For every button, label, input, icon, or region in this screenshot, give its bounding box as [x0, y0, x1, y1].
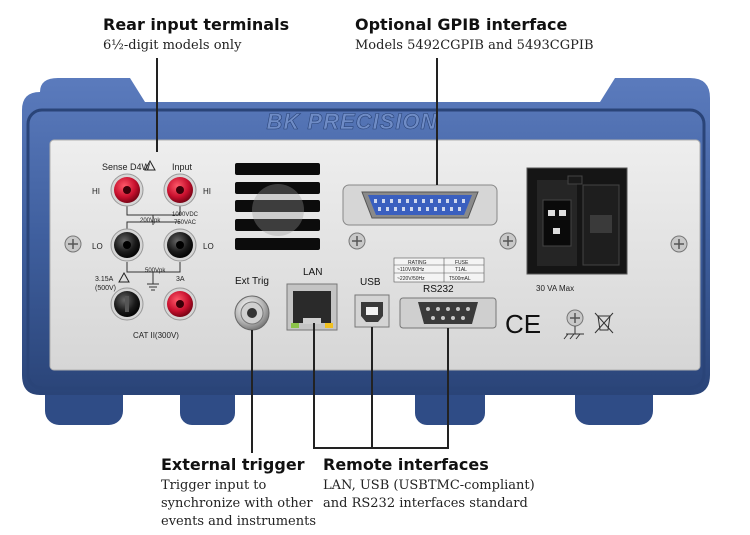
- callout-leader-lines: [156, 58, 449, 453]
- input-hi-label: HI: [203, 187, 211, 196]
- input-lo-terminal[interactable]: [163, 228, 197, 262]
- power-rating-label: 30 VA Max: [536, 284, 574, 293]
- weee-recycle-icon: [594, 312, 614, 334]
- vpk-200-label: 200Vpk: [140, 218, 161, 224]
- fuse-warning-icon: [118, 271, 130, 283]
- input-lo-label: LO: [203, 242, 214, 251]
- lan-label: LAN: [303, 267, 322, 278]
- gpib-connector[interactable]: [342, 184, 498, 226]
- usb-label: USB: [360, 277, 381, 288]
- vac-750-label: 750VAC: [174, 220, 197, 226]
- cat-rating-label: CAT II(300V): [133, 331, 179, 340]
- ce-mark: CE: [505, 309, 541, 339]
- rs232-label: RS232: [423, 284, 454, 295]
- amp-3a-label: 3A: [176, 276, 185, 283]
- rs232-db9-port[interactable]: [399, 297, 497, 329]
- gpib-title: Optional GPIB interface: [355, 15, 568, 34]
- fuse-500v-label: (500V): [95, 285, 116, 292]
- sense-lo-label: LO: [92, 242, 103, 251]
- rating-header: RATING: [408, 260, 427, 266]
- input-label: Input: [172, 162, 193, 172]
- fuse-value-2: T500mAL: [449, 276, 471, 282]
- remote-line-1: LAN, USB (USBTMC-compliant): [323, 478, 535, 493]
- vdc-1000-label: 1000VDC: [172, 212, 199, 218]
- ext-trigger-line-3: events and instruments: [161, 514, 317, 529]
- sense-hi-label: HI: [92, 187, 100, 196]
- fan-vent: [235, 163, 320, 250]
- panel-screws: [64, 232, 688, 327]
- rating-value-2: ~220V/50Hz: [397, 276, 425, 282]
- rating-fuse-table: RATING FUSE ~110V/60Hz T1AL ~220V/50Hz T…: [393, 257, 485, 283]
- fuse-header: FUSE: [455, 260, 469, 266]
- remote-line-2: and RS232 interfaces standard: [323, 496, 528, 511]
- rating-value-1: ~110V/60Hz: [397, 267, 425, 273]
- warning-triangle-icon: [144, 159, 156, 171]
- ext-trigger-title: External trigger: [161, 455, 305, 474]
- sense-hi-terminal[interactable]: [110, 173, 144, 207]
- input-hi-terminal[interactable]: [163, 173, 197, 207]
- fuse-value-1: T1AL: [455, 267, 467, 273]
- power-entry-module[interactable]: [526, 167, 628, 275]
- usb-b-port[interactable]: [354, 294, 390, 328]
- ext-trig-label: Ext Trig: [235, 276, 269, 287]
- fuse-315a-label: 3.15A: [95, 276, 114, 283]
- fuse-holder[interactable]: [110, 287, 144, 321]
- current-3a-terminal[interactable]: [163, 287, 197, 321]
- gpib-subtitle: Models 5492CGPIB and 5493CGPIB: [355, 38, 594, 53]
- vpk-500-label: 500Vpk: [145, 268, 166, 274]
- input-terminal-group: Sense D4W Input HI HI LO LO 200Vpk 1000V…: [92, 159, 214, 340]
- ground-icon: [563, 326, 584, 340]
- sense-lo-terminal[interactable]: [110, 228, 144, 262]
- sense-label: Sense D4W: [102, 162, 151, 172]
- brand-logo: BK PRECISION: [267, 109, 438, 134]
- rear-input-title: Rear input terminals: [103, 15, 290, 34]
- ext-trigger-line-1: Trigger input to: [161, 478, 267, 493]
- ext-trigger-line-2: synchronize with other: [161, 496, 313, 511]
- rear-input-subtitle: 6½-digit models only: [103, 38, 242, 53]
- lan-port[interactable]: [286, 283, 338, 331]
- ext-trig-bnc-connector[interactable]: [234, 295, 270, 331]
- remote-title: Remote interfaces: [323, 455, 489, 474]
